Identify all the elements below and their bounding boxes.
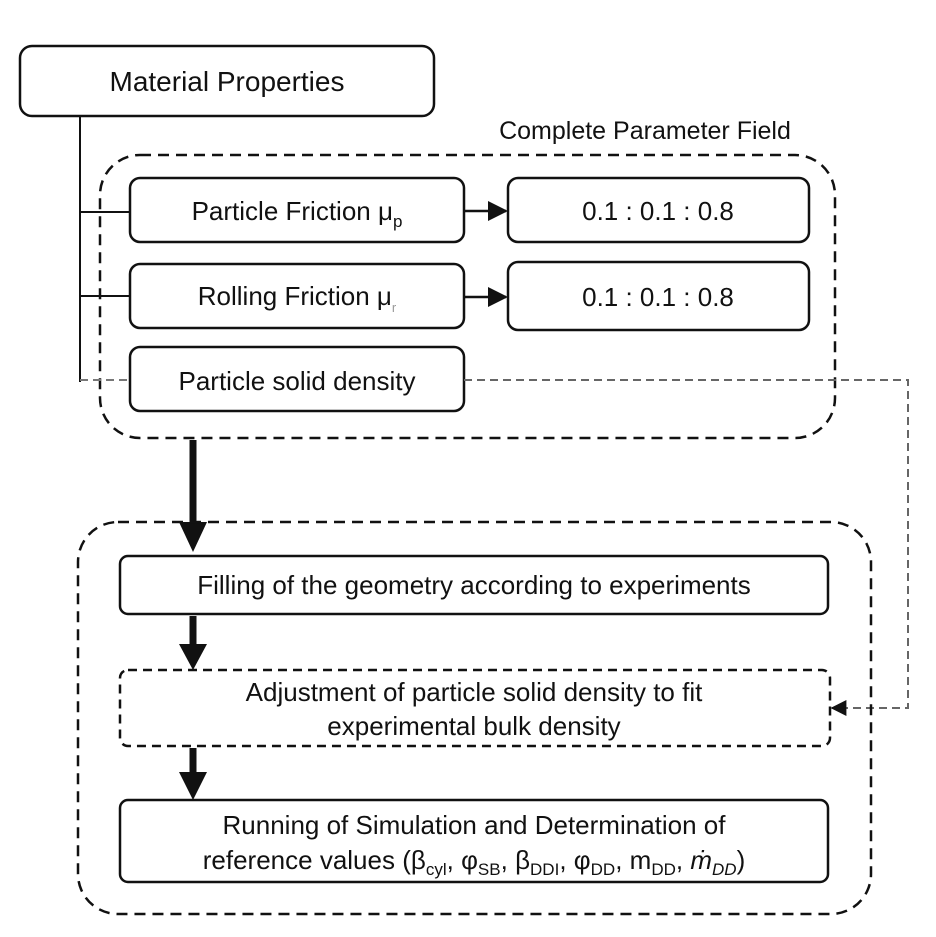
material-properties-box bbox=[18, 44, 436, 118]
rolling-friction-subscript: r bbox=[392, 300, 397, 315]
rolling-friction-label: Rolling Friction μr bbox=[198, 281, 397, 315]
particle-solid-density-label: Particle solid density bbox=[179, 366, 416, 396]
filling-to-adjustment-arrowhead bbox=[179, 644, 207, 670]
particle-friction-range-box bbox=[506, 176, 811, 244]
rolling-friction-range-box bbox=[506, 260, 811, 332]
material-properties-label: Material Properties bbox=[110, 66, 345, 97]
solid-density-feedback-line bbox=[464, 379, 909, 716]
particle-friction-subscript: p bbox=[393, 212, 402, 231]
adjustment-label-line2: experimental bulk density bbox=[327, 711, 620, 741]
particle-friction-range: 0.1 : 0.1 : 0.8 bbox=[582, 196, 734, 226]
filling-box bbox=[118, 554, 830, 616]
ref-symbol-phi-sb: φ bbox=[461, 845, 478, 875]
ref-symbol-mdot-dd: ṁ bbox=[690, 845, 712, 875]
parameter-field-label: Complete Parameter Field bbox=[499, 117, 791, 145]
running-box bbox=[118, 798, 830, 884]
adjustment-box bbox=[118, 668, 832, 748]
rolling-friction-range: 0.1 : 0.1 : 0.8 bbox=[582, 282, 734, 312]
running-label-line2: reference values (βcyl, φSB, βDDI, φDD, … bbox=[203, 845, 745, 879]
adjustment-to-running-arrowhead bbox=[179, 772, 207, 800]
ref-symbol-phi-dd: φ bbox=[574, 845, 591, 875]
ref-symbol-beta-cyl: β bbox=[411, 845, 426, 875]
adjustment-label-line1: Adjustment of particle solid density to … bbox=[246, 677, 703, 707]
parameter-field-to-process-arrowhead bbox=[179, 522, 207, 552]
ref-symbol-beta-ddi: β bbox=[515, 845, 530, 875]
running-label-line1: Running of Simulation and Determination … bbox=[223, 810, 727, 840]
filling-label: Filling of the geometry according to exp… bbox=[197, 570, 751, 600]
particle-friction-label: Particle Friction μp bbox=[192, 196, 403, 231]
ref-symbol-m-dd: m bbox=[630, 845, 652, 875]
